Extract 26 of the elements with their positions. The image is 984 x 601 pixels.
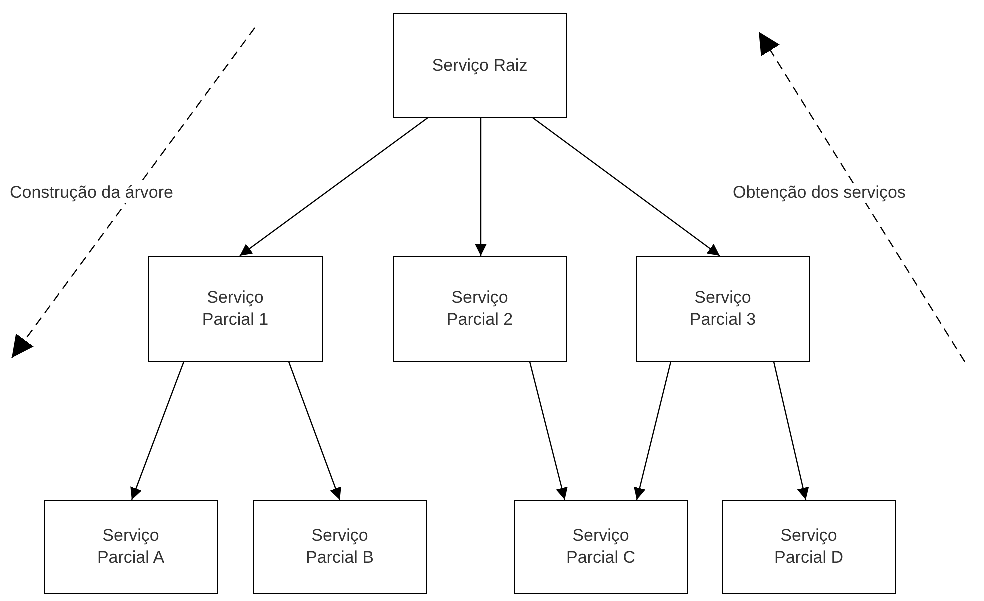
service-box bbox=[253, 500, 427, 594]
node-text: Serviço Parcial D bbox=[774, 525, 844, 569]
arrow bbox=[773, 362, 810, 500]
node-text: Serviço Parcial A bbox=[96, 525, 166, 569]
node-text: Serviço Parcial B bbox=[304, 525, 376, 569]
arrow bbox=[475, 118, 487, 256]
service-box bbox=[636, 256, 810, 362]
arrow bbox=[532, 118, 720, 256]
service-box bbox=[393, 256, 567, 362]
direction-label: Construção da árvore bbox=[8, 183, 176, 203]
direction-label: Obtenção dos serviços bbox=[731, 183, 908, 203]
arrow bbox=[240, 118, 428, 256]
service-box bbox=[722, 500, 896, 594]
arrow bbox=[634, 362, 672, 500]
node-text: Serviço Parcial C bbox=[566, 525, 636, 569]
service-box bbox=[514, 500, 688, 594]
service-box bbox=[148, 256, 323, 362]
arrow bbox=[288, 362, 342, 500]
node-text: Serviço Raiz bbox=[432, 54, 528, 76]
service-box bbox=[393, 13, 567, 118]
arrow bbox=[529, 362, 568, 500]
service-box bbox=[44, 500, 218, 594]
node-text: Serviço Parcial 2 bbox=[446, 287, 514, 331]
arrow bbox=[130, 362, 185, 500]
node-text: Serviço Parcial 1 bbox=[201, 287, 270, 331]
node-text: Serviço Parcial 3 bbox=[688, 287, 758, 331]
